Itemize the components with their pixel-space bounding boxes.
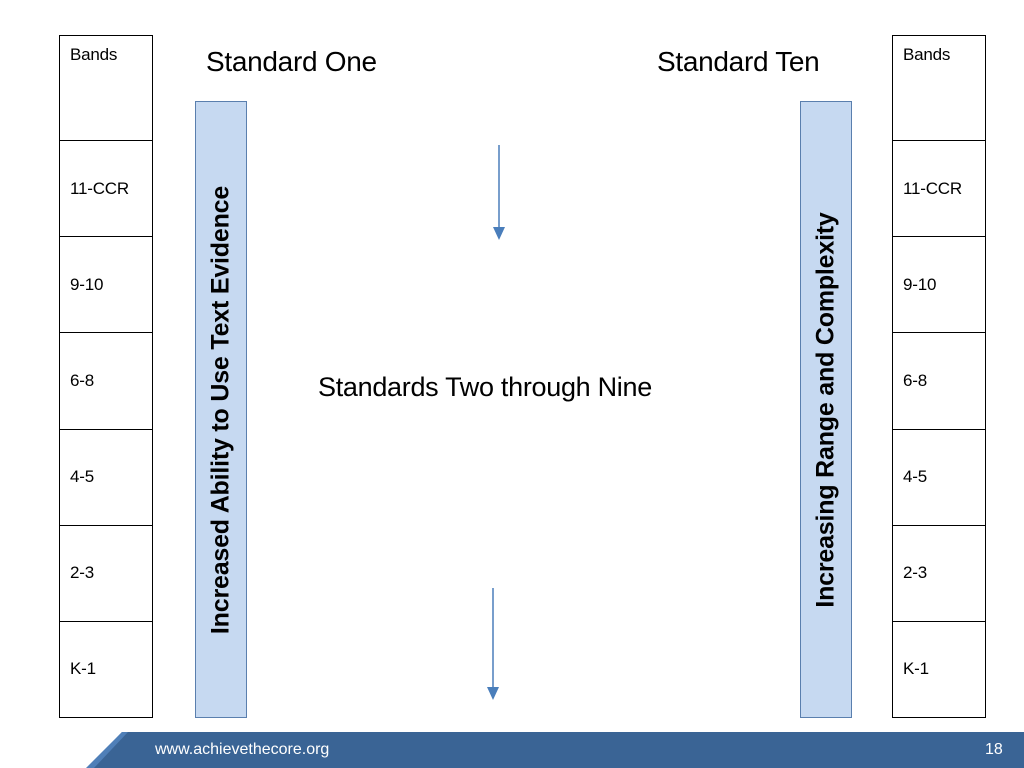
right-progression-label: Increasing Range and Complexity xyxy=(811,211,840,608)
right-progression-bar: Increasing Range and Complexity xyxy=(800,101,852,718)
left-progression-bar: Increased Ability to Use Text Evidence xyxy=(195,101,247,718)
left-band-2-3: 2-3 xyxy=(60,524,152,621)
right-band-k-1: K-1 xyxy=(893,620,985,717)
left-bands-header: Bands xyxy=(70,45,118,64)
right-band-9-10: 9-10 xyxy=(893,236,985,332)
right-band-6-8: 6-8 xyxy=(893,332,985,428)
left-progression-label: Increased Ability to Use Text Evidence xyxy=(206,185,235,634)
left-band-k-1: K-1 xyxy=(60,620,152,717)
right-bands-table: Bands 11-CCR 9-10 6-8 4-5 2-3 K-1 xyxy=(892,35,986,718)
footer-bar xyxy=(86,732,1024,768)
right-band-2-3: 2-3 xyxy=(893,524,985,621)
right-band-11-ccr: 11-CCR xyxy=(893,140,985,236)
right-band-4-5: 4-5 xyxy=(893,428,985,525)
down-arrow-top-icon xyxy=(493,145,505,240)
left-band-9-10: 9-10 xyxy=(60,236,152,332)
standard-ten-heading: Standard Ten xyxy=(657,46,820,77)
left-bands-table: Bands 11-CCR 9-10 6-8 4-5 2-3 K-1 xyxy=(59,35,153,718)
page-number: 18 xyxy=(985,741,1003,758)
left-band-11-ccr: 11-CCR xyxy=(60,140,152,236)
left-band-4-5: 4-5 xyxy=(60,428,152,525)
right-bands-header: Bands xyxy=(903,45,951,64)
standard-one-heading: Standard One xyxy=(206,46,377,77)
left-band-6-8: 6-8 xyxy=(60,332,152,428)
standards-two-through-nine-label: Standards Two through Nine xyxy=(318,372,652,402)
footer-url-link[interactable]: www.achievethecore.org xyxy=(155,741,330,758)
down-arrow-bottom-icon xyxy=(487,588,499,700)
